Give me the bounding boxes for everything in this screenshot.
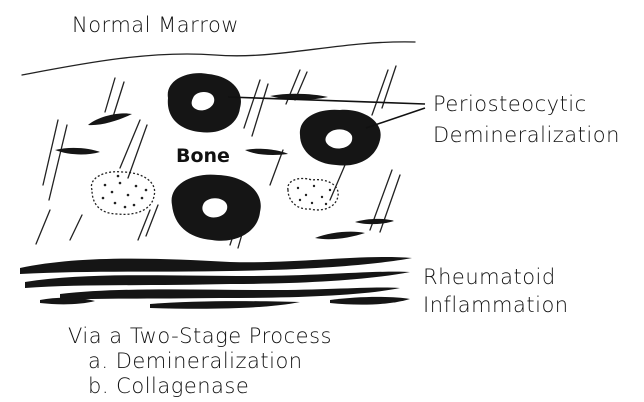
- normal-marrow-label: Normal Marrow: [72, 13, 239, 37]
- process-title: Via a Two-Stage Process: [68, 324, 332, 348]
- bone-label: Bone: [176, 145, 230, 167]
- periosteocytic-label-line1: Periosteocytic: [433, 92, 587, 116]
- rheumatoid-label-line2: Inflammation: [423, 293, 569, 317]
- rheumatoid-label-line1: Rheumatoid: [423, 265, 556, 289]
- process-step-b: b. Collagenase: [88, 374, 249, 398]
- lacuna-right: [300, 110, 381, 166]
- stippled-lacuna-right: [288, 178, 338, 209]
- marrow-boundary-line: [22, 42, 415, 75]
- lacuna-top: [168, 73, 241, 132]
- process-step-a: a. Demineralization: [88, 349, 303, 373]
- stippled-lacuna-left: [91, 172, 154, 215]
- rheumatoid-band: [20, 257, 412, 309]
- periosteocytic-label-line2: Demineralization: [433, 123, 620, 147]
- lacuna-bottom: [172, 175, 261, 241]
